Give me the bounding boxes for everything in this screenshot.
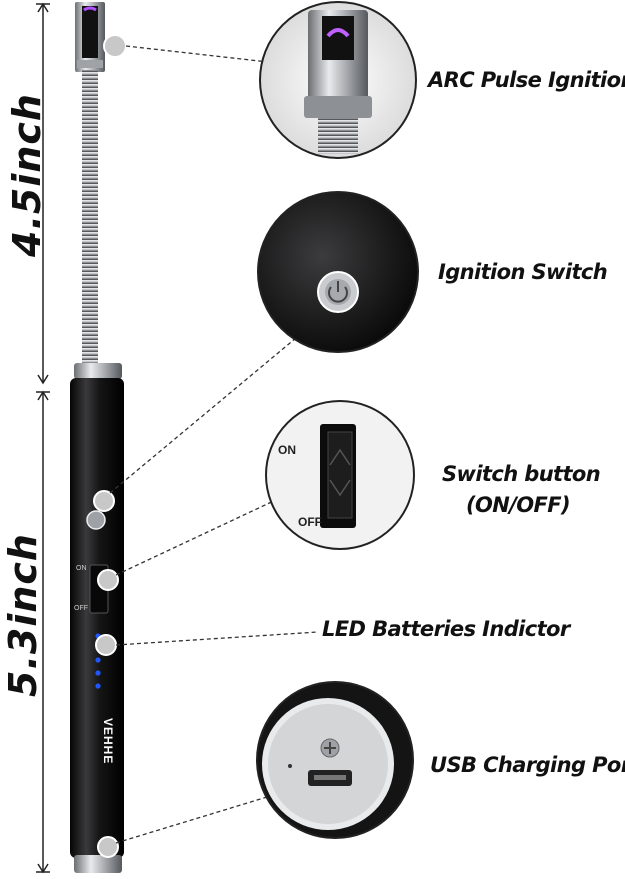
brand-text: VEHHE: [101, 718, 115, 764]
callout-ignition-switch: Ignition Switch: [438, 260, 608, 284]
callout-usb-port: USB Charging Port: [430, 753, 625, 777]
dimension-top-label: 4.5inch: [5, 93, 49, 257]
dimension-line-top: [36, 2, 50, 385]
callout-markers: [93, 34, 127, 858]
zoom-on-off-switch: ON OFF: [265, 400, 415, 550]
lighter-body: [70, 378, 124, 858]
zoom-ignition-switch: [257, 191, 419, 353]
body-off-text: OFF: [74, 605, 88, 612]
callout-arc-ignition: ARC Pulse Ignition: [428, 68, 625, 92]
zoom-usb-port: [256, 681, 414, 839]
body-on-text: ON: [76, 565, 87, 572]
callout-led-indicator: LED Batteries Indictor: [322, 617, 570, 641]
dimension-bottom-label: 5.3inch: [1, 533, 45, 697]
ignition-button: [86, 510, 106, 530]
leader-lines: [109, 45, 319, 844]
flexible-neck: [82, 70, 98, 365]
callout-switch-on-off: (ON/OFF): [466, 493, 571, 517]
lighter-tip: [75, 2, 105, 72]
zoom-arc-ignition: [259, 1, 417, 159]
callout-switch-button: Switch button: [442, 462, 601, 486]
dimension-line-bottom: [36, 390, 50, 874]
zoom-off-text: OFF: [298, 515, 322, 529]
zoom-on-text: ON: [278, 443, 296, 457]
